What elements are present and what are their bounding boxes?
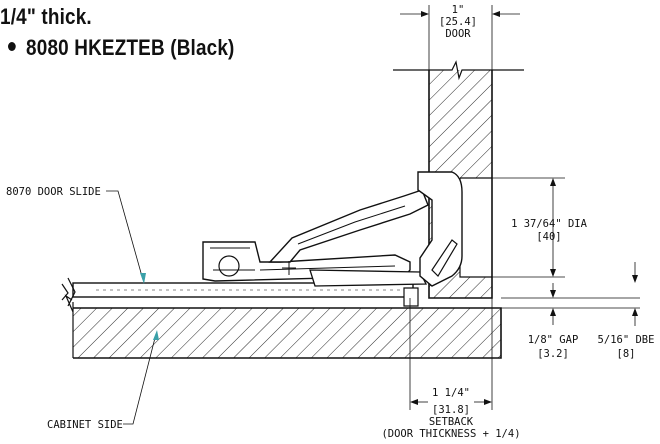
product-bullet-item: 8080 HKEZTEB (Black) [8,35,235,61]
product-bullet-label: 8080 HKEZTEB (Black) [26,35,235,60]
hinge-body [202,171,463,307]
cabinet-side-panel [64,294,502,359]
door-label: DOOR [445,28,471,40]
gap-imperial: 1/8" GAP [528,334,579,346]
bullet-dot-icon [8,42,16,51]
cup-diameter-metric: [40] [536,231,561,243]
setback-imperial: 1 1/4" [432,387,470,399]
callout-leaders [106,190,159,425]
door-slide-plate [61,277,414,307]
door-thickness-imperial: 1" [452,4,465,16]
heading-text: 1/4" thick. [0,4,92,29]
dbe-metric: [8] [617,348,636,360]
setback-label: SETBACK [429,416,474,428]
dimension-lines [400,5,640,410]
setback-formula: (DOOR THICKNESS + 1/4) [381,428,520,440]
setback-metric: [31.8] [432,404,470,416]
door-thickness-metric: [25.4] [439,16,477,28]
gap-metric: [3.2] [537,348,569,360]
cup-diameter-imperial: 1 37/64" DIA [511,218,588,230]
dbe-imperial: 5/16" DBE [598,334,655,346]
cabinet-side-callout: CABINET SIDE [47,419,123,431]
door-slide-callout: 8070 DOOR SLIDE [6,186,101,198]
